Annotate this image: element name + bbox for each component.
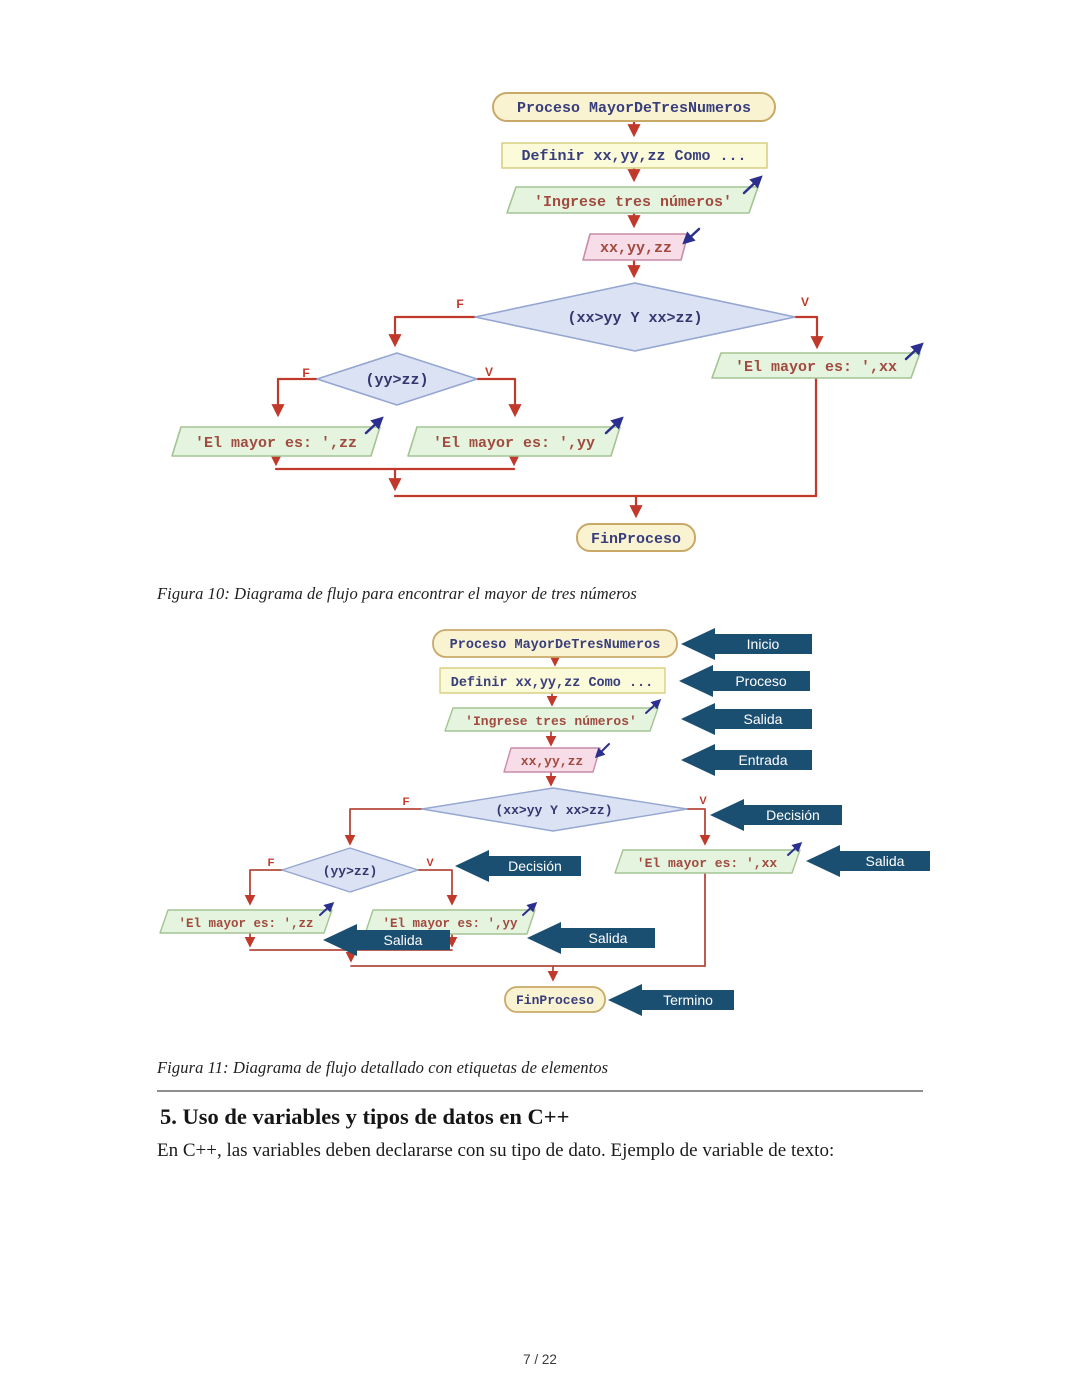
fig11-output-xx-label: 'El mayor es: ',xx	[637, 856, 778, 871]
fig10-input-label: xx,yy,zz	[600, 240, 672, 257]
fig11-output-zz-shape	[159, 909, 333, 934]
proceso-block-arrow	[679, 665, 810, 697]
output-pen-icon	[364, 416, 384, 435]
fig11-input-label: xx,yy,zz	[521, 754, 583, 769]
fig10-define-label: Definir xx,yy,zz Como ...	[521, 148, 746, 165]
fig10-decision2-label: (yy>zz)	[365, 372, 428, 389]
inicio-block-arrow	[681, 628, 812, 660]
fig10-decision1-label: (xx>yy Y xx>zz)	[567, 310, 702, 327]
output-pen-icon	[645, 698, 662, 714]
fig10-prompt-label: 'Ingrese tres números'	[534, 194, 732, 211]
fig11-decision2-shape	[281, 847, 419, 893]
fig11-start-label: Proceso MayorDeTresNumeros	[450, 638, 661, 653]
proceso-tag-label: Proceso	[735, 673, 787, 689]
fig11-prompt-label: 'Ingrese tres números'	[465, 714, 637, 729]
fig10-define-shape	[501, 142, 768, 169]
fig10-connector-true2	[475, 377, 522, 418]
output-pen-icon	[787, 841, 803, 856]
fig10-branch-false2-label: F	[302, 366, 309, 380]
fig10-connector-false	[388, 315, 477, 348]
fig11-end-label: FinProceso	[516, 993, 594, 1008]
fig11-define-label: Definir xx,yy,zz Como ...	[451, 676, 654, 691]
output-pen-icon	[522, 901, 538, 916]
output-pen-icon	[904, 342, 924, 361]
salida-tag-label: Salida	[589, 930, 628, 946]
output-pen-icon	[742, 175, 763, 195]
fig10-connector-true	[793, 315, 824, 350]
fig11-define-shape	[439, 667, 666, 694]
fig11-branch-false-label: F	[403, 796, 410, 808]
output-pen-icon	[319, 901, 335, 916]
section-paragraph: En C++, las variables deben declararse c…	[157, 1140, 835, 1161]
fig10-output-xx-shape	[711, 352, 921, 379]
fig10-output-yy-shape	[407, 426, 621, 457]
output-pen-icon	[604, 416, 624, 435]
termino-tag-label: Termino	[663, 992, 713, 1008]
page-number: 7 / 22	[523, 1352, 557, 1367]
fig11-end-shape	[504, 986, 606, 1013]
salida-block-arrow	[806, 845, 930, 877]
entrada-block-arrow	[681, 744, 812, 776]
salida-tag-label: Salida	[744, 711, 783, 727]
fig11-output-yy-shape	[364, 909, 536, 935]
fig10-branch-true2-label: V	[485, 365, 493, 379]
fig11-input-shape	[503, 747, 601, 773]
entrada-tag-label: Entrada	[738, 752, 787, 768]
salida-block-arrow	[681, 703, 812, 735]
fig11-output-xx-shape	[614, 849, 801, 874]
salida-tag-label: Salida	[866, 853, 905, 869]
fig10-end-label: FinProceso	[591, 531, 681, 548]
fig10-start-label: Proceso MayorDeTresNumeros	[517, 100, 751, 117]
fig11-connector-false	[344, 808, 423, 846]
fig11-branch-false2-label: F	[268, 857, 275, 869]
fig11-output-yy-label: 'El mayor es: ',yy	[382, 917, 518, 931]
salida-block-arrow	[527, 922, 655, 954]
fig11-connector-true	[686, 808, 711, 846]
inicio-tag-label: Inicio	[747, 636, 780, 652]
fig11-start-shape	[432, 629, 678, 658]
figure11-flowchart: Proceso MayorDeTresNumeros Definir xx,yy…	[159, 628, 930, 1016]
section-divider	[157, 1090, 923, 1092]
fig11-output-zz-label: 'El mayor es: ',zz	[178, 917, 313, 931]
input-pen-icon	[682, 227, 701, 245]
decision-tag-label: Decisión	[766, 807, 820, 823]
fig10-decision2-shape	[316, 352, 478, 406]
fig10-output-yy-label: 'El mayor es: ',yy	[433, 435, 595, 452]
salida-block-arrow	[323, 924, 450, 956]
caption-figura-11: Figura 11: Diagrama de flujo detallado c…	[157, 1058, 609, 1077]
section-heading: 5. Uso de variables y tipos de datos en …	[160, 1104, 570, 1129]
fig10-branch-false-label: F	[456, 297, 463, 311]
caption-figura-10: Figura 10: Diagrama de flujo para encont…	[157, 584, 637, 603]
decision-block-arrow	[710, 799, 842, 831]
fig10-input-shape	[582, 233, 689, 261]
decision-tag-label: Decisión	[508, 858, 562, 874]
input-pen-icon	[594, 743, 610, 759]
salida-tag-label: Salida	[384, 932, 423, 948]
fig10-start-shape	[492, 92, 776, 122]
fig11-annotation-tags: Inicio Proceso Salida Entrada Decisión D…	[323, 628, 930, 1016]
fig11-prompt-shape	[444, 707, 659, 732]
fig11-connector-true2	[417, 869, 458, 906]
fig11-branch-true2-label: V	[426, 857, 434, 869]
fig10-output-zz-shape	[171, 426, 381, 457]
fig11-decision1-label: (xx>yy Y xx>zz)	[495, 803, 612, 818]
fig11-decision1-shape	[421, 787, 688, 832]
fig10-connectors	[269, 119, 824, 519]
decision-block-arrow	[455, 850, 581, 882]
fig10-decision1-shape	[474, 282, 796, 352]
termino-block-arrow	[608, 984, 734, 1016]
fig10-output-xx-label: 'El mayor es: ',xx	[735, 359, 897, 376]
fig11-branch-true-label: V	[699, 795, 707, 807]
fig11-connector-false2	[244, 869, 283, 906]
figure10-flowchart: Proceso MayorDeTresNumeros Definir xx,yy…	[171, 92, 924, 552]
fig10-prompt-shape	[506, 186, 759, 214]
fig10-connector-false2	[271, 377, 319, 418]
fig11-decision2-label: (yy>zz)	[323, 864, 378, 879]
fig10-end-shape	[576, 523, 696, 552]
fig10-branch-true-label: V	[801, 295, 809, 309]
fig10-output-zz-label: 'El mayor es: ',zz	[195, 435, 357, 452]
